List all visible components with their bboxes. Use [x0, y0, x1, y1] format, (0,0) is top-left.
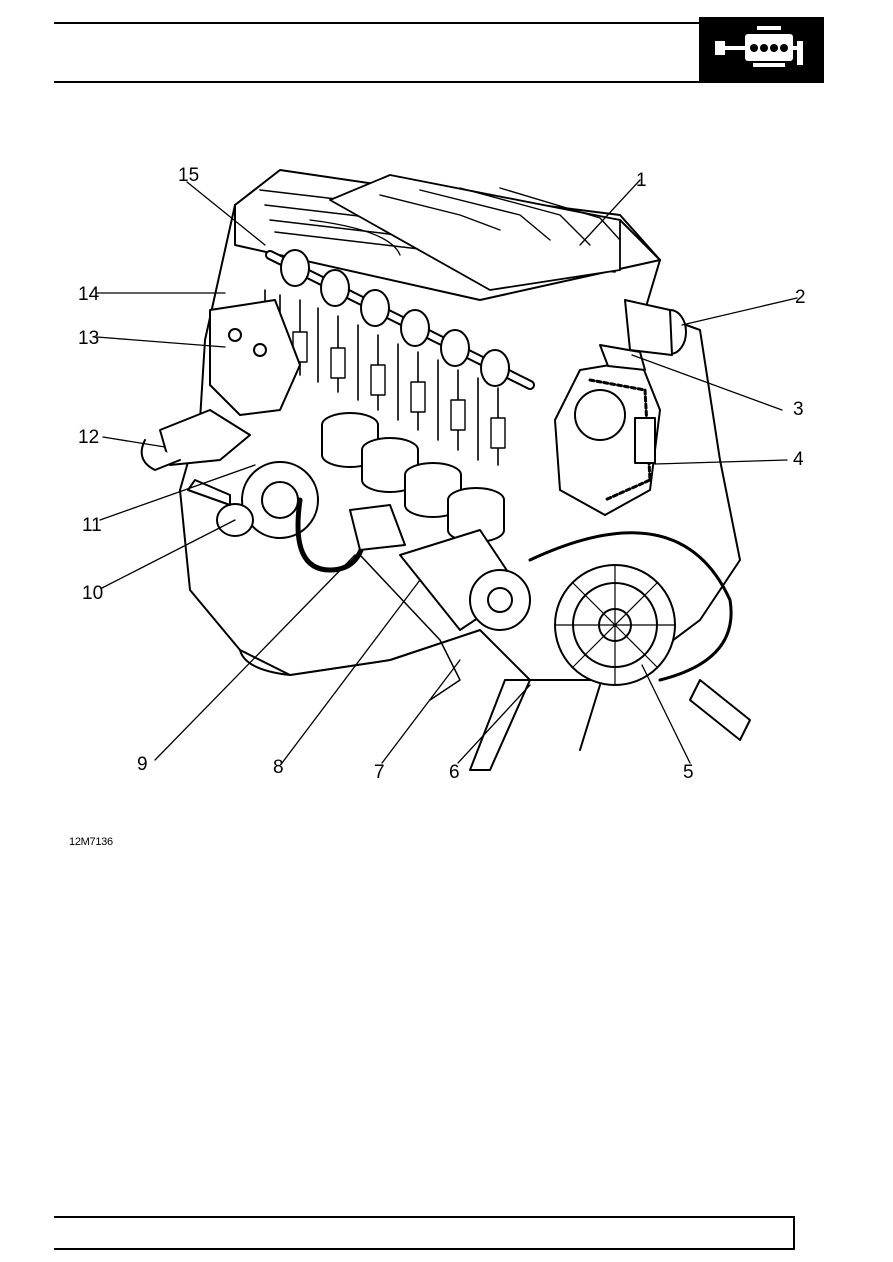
callout-3: 3 [793, 399, 804, 420]
engine-icon [715, 26, 803, 67]
callout-14: 14 [78, 284, 100, 305]
header-rule-bottom [54, 81, 824, 83]
callout-6: 6 [449, 762, 460, 783]
section-badge [699, 17, 824, 83]
callout-15: 15 [178, 165, 200, 186]
callout-11: 11 [82, 515, 102, 536]
header-rule-top [54, 22, 824, 24]
callout-10: 10 [82, 583, 104, 604]
engine-cutaway-illustration [96, 169, 798, 771]
callout-2: 2 [795, 287, 806, 308]
callout-8: 8 [273, 757, 284, 778]
callout-5: 5 [683, 762, 694, 783]
callout-9: 9 [137, 754, 148, 775]
callout-12: 12 [78, 427, 100, 448]
footer-frame [54, 1216, 795, 1250]
callout-4: 4 [793, 449, 804, 470]
callout-7: 7 [374, 762, 385, 783]
figure-code: 12M7136 [69, 836, 113, 848]
callout-13: 13 [78, 328, 100, 349]
callout-1: 1 [636, 170, 647, 191]
